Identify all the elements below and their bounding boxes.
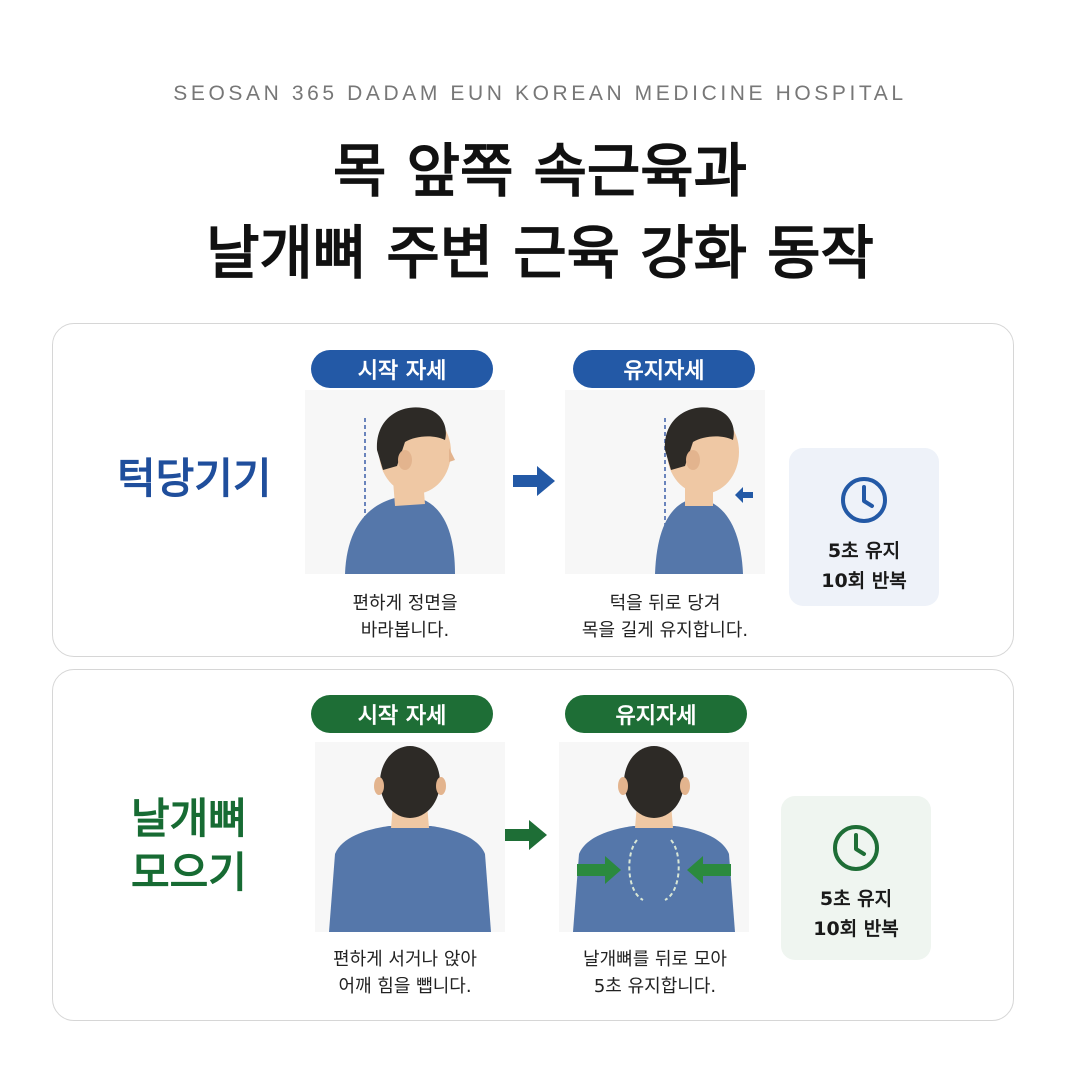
start-caption: 편하게 서거나 앉아 어깨 힘을 뺍니다.: [275, 946, 535, 1000]
timer-box: 5초 유지 10회 반복: [781, 796, 931, 960]
timer-text: 5초 유지 10회 반복: [821, 536, 907, 596]
caption-line: 편하게 정면을: [352, 593, 458, 614]
caption-line: 어깨 힘을 뺍니다.: [338, 976, 472, 997]
side-profile-hold-illustration: [565, 390, 765, 574]
hold-duration: 5초 유지: [819, 888, 893, 910]
exercise-name: 날개뼈 모으기: [131, 792, 247, 900]
caption-line: 바라봅니다.: [360, 620, 450, 641]
timer-text: 5초 유지 10회 반복: [813, 884, 899, 944]
hospital-name: SEOSAN 365 DADAM EUN KOREAN MEDICINE HOS…: [173, 82, 907, 105]
caption-line: 목을 길게 유지합니다.: [581, 620, 749, 641]
hold-duration: 5초 유지: [827, 540, 901, 562]
exercise-card-chin-tuck: 턱당기기 시작 자세 유지자세 편하게 정면을 바라봅니다. 턱을 뒤로 당겨 …: [52, 323, 1014, 657]
title-line-2: 날개뼈 주변 근육 강화 동작: [206, 219, 874, 287]
arrow-right-icon: [513, 466, 555, 496]
side-profile-start-illustration: [305, 390, 505, 574]
exercise-name-line: 모으기: [131, 848, 247, 897]
hold-posture-label: 유지자세: [573, 350, 755, 388]
exercise-name: 턱당기기: [117, 452, 272, 506]
exercise-card-scapula-squeeze: 날개뼈 모으기 시작 자세 유지자세 편하게 서거나 앉아 어깨 힘을 뺍니다.…: [52, 669, 1014, 1021]
arrow-left-icon: [735, 487, 753, 503]
repeat-count: 10회 반복: [821, 570, 907, 592]
hold-caption: 날개뼈를 뒤로 모아 5초 유지합니다.: [525, 946, 785, 1000]
arrow-right-icon: [505, 820, 547, 850]
caption-line: 5초 유지합니다.: [593, 976, 717, 997]
page-title: 목 앞쪽 속근육과 날개뼈 주변 근육 강화 동작: [0, 130, 1080, 294]
caption-line: 편하게 서거나 앉아: [333, 949, 477, 970]
back-view-start-illustration: [315, 742, 505, 932]
exercise-name-line: 턱당기기: [117, 454, 272, 503]
start-posture-label: 시작 자세: [311, 695, 493, 733]
caption-line: 턱을 뒤로 당겨: [609, 593, 721, 614]
clock-icon: [841, 477, 887, 523]
start-posture-label: 시작 자세: [311, 350, 493, 388]
inward-arrows-icon: [577, 856, 731, 884]
clock-icon: [833, 825, 879, 871]
back-view-hold-illustration: [559, 742, 749, 932]
start-caption: 편하게 정면을 바라봅니다.: [275, 590, 535, 644]
timer-box: 5초 유지 10회 반복: [789, 448, 939, 606]
repeat-count: 10회 반복: [813, 918, 899, 940]
caption-line: 날개뼈를 뒤로 모아: [583, 949, 727, 970]
exercise-name-line: 날개뼈: [131, 794, 247, 843]
title-line-1: 목 앞쪽 속근육과: [333, 137, 747, 205]
hold-caption: 턱을 뒤로 당겨 목을 길게 유지합니다.: [535, 590, 795, 644]
hold-posture-label: 유지자세: [565, 695, 747, 733]
